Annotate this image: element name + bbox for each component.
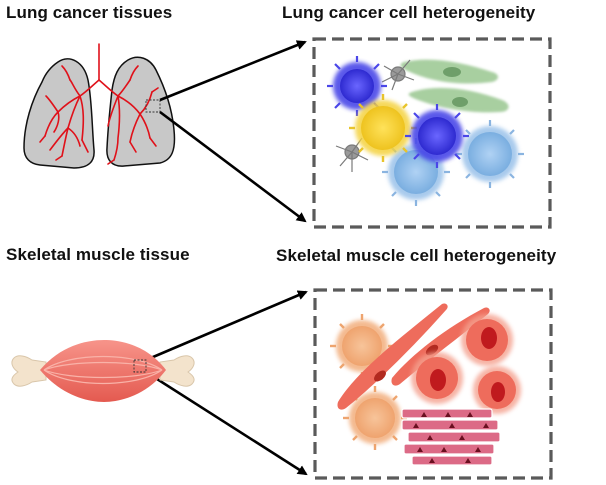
arrow-muscle-top (145, 290, 308, 362)
muscle-cell-cluster (330, 303, 521, 466)
myotube-stack (401, 408, 501, 466)
spindle-cell-red (337, 303, 448, 410)
muscle-fiber-section (473, 366, 521, 414)
muscle-belly (40, 340, 166, 402)
arrow-lung-bottom (159, 110, 307, 223)
lung-zoom-region (145, 99, 161, 113)
lungs-illustration (23, 43, 176, 169)
arrow-muscle-bottom (145, 370, 308, 476)
muscle-cell-orange (343, 386, 407, 450)
muscle-illustration (11, 340, 195, 402)
muscle-fiber-section (411, 352, 463, 404)
right-lung (106, 56, 176, 167)
tumor-cell-lightblue (456, 120, 524, 188)
fibroblast-cell (400, 59, 498, 84)
muscle-zoom-region (133, 359, 147, 373)
tumor-cell-blue (405, 104, 469, 168)
tumor-cell-yellow (349, 94, 417, 162)
lung-cell-cluster (327, 56, 524, 206)
lung-tissue-title: Lung cancer tissues (6, 3, 173, 22)
fibroblast-cell (408, 87, 509, 113)
muscle-heterogeneity-title: Skeletal muscle cell heterogeneity (276, 246, 557, 265)
muscle-fascicles (43, 355, 163, 385)
bronchial-tree (39, 43, 159, 165)
tumor-cell-blue (327, 56, 387, 116)
arrow-lung-top (159, 40, 307, 102)
lung-heterogeneity-title: Lung cancer cell heterogeneity (282, 3, 536, 22)
arrows (145, 40, 308, 476)
neuron-cell (335, 137, 369, 172)
muscle-tissue-title: Skeletal muscle tissue (6, 245, 190, 264)
muscle-fiber-section (461, 314, 513, 366)
neuron-cell (381, 59, 415, 91)
